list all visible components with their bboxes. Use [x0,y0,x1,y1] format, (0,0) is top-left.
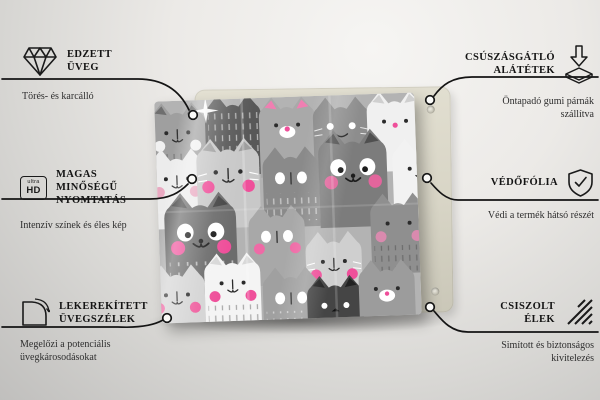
callout-polished-edges: CSISZOLT ÉLEK Simított és biztonságos ki… [434,298,594,365]
callout-tempered-glass: EDZETT ÜVEG Törés- és karcálló [22,45,154,104]
callout-title: LEKEREKÍTETT ÜVEGSZÉLEK [59,300,148,325]
shield-check-icon [567,168,594,198]
rounded-corner-icon [20,298,50,328]
diamond-icon [22,45,58,77]
polished-edge-icon [564,298,594,328]
callout-protective-film: VÉDŐFÓLIA Védi a termék hátsó részét [434,168,594,223]
callout-title: MAGAS MINŐSÉGŰ NYOMTATÁS [56,169,127,207]
callout-subtitle: Törés- és karcálló [22,91,94,102]
adhesive-pad-icon [564,44,594,84]
ultra-hd-icon: ultra HD [20,175,47,200]
callout-subtitle: Intenzív színek és éles kép [20,220,127,232]
callout-high-quality-print: ultra HD MAGAS MINŐSÉGŰ NYOMTATÁS Intenz… [20,168,170,233]
callout-antislip-pads: CSÚSZÁSGÁTLÓ ALÁTÉTEK Öntapadó gumi párn… [434,44,594,121]
callout-rounded-edges: LEKEREKÍTETT ÜVEGSZÉLEK Megelőzi a poten… [20,298,150,364]
callout-title: CSÚSZÁSGÁTLÓ ALÁTÉTEK [465,51,555,76]
glass-panel-cat-print [154,92,422,324]
callout-subtitle: Megelőzi a potenciális üvegkárosodásokat [20,339,111,363]
callout-subtitle: Simított és biztonságos kivitelezés [501,340,594,364]
callout-subtitle: Öntapadó gumi párnák szállítva [502,96,594,120]
callout-title: EDZETT ÜVEG [67,48,112,73]
callout-subtitle: Védi a termék hátsó részét [487,210,594,221]
callout-title: VÉDŐFÓLIA [490,177,558,189]
callout-title: CSISZOLT ÉLEK [500,300,555,325]
cat-pattern [154,92,422,324]
